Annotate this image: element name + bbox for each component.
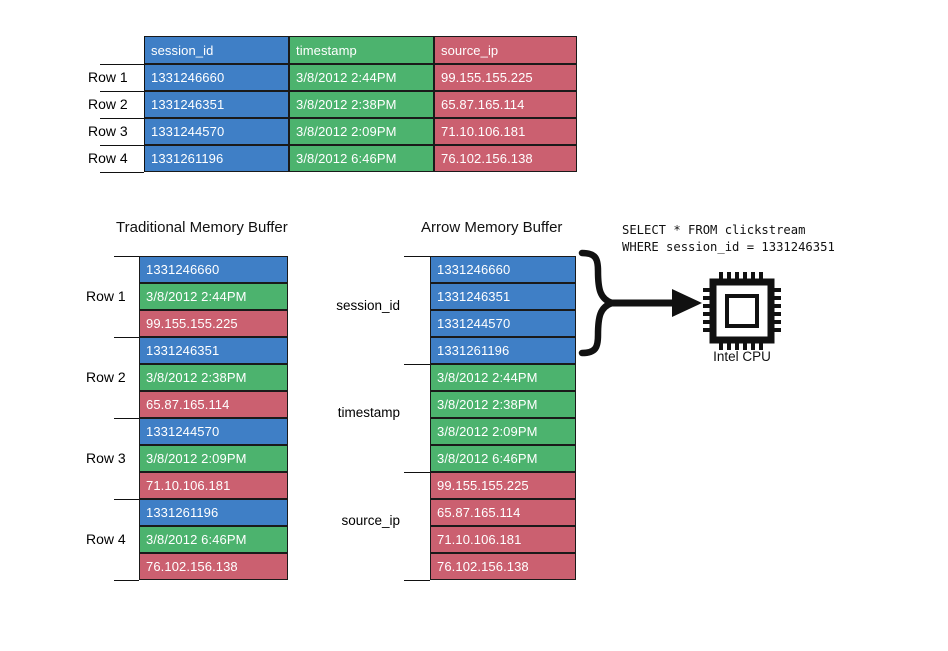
arrow-buffer-cell: 76.102.156.138 <box>430 553 576 580</box>
table-header-session-id: session_id <box>144 36 289 64</box>
table-cell: 3/8/2012 6:46PM <box>289 145 434 172</box>
table-cell: 76.102.156.138 <box>434 145 577 172</box>
sql-query-line-2: WHERE session_id = 1331246351 <box>622 240 835 254</box>
traditional-group-divider <box>114 337 139 338</box>
cpu-pins-left <box>703 288 714 332</box>
table-cell: 1331244570 <box>144 118 289 145</box>
traditional-group-divider <box>114 499 139 500</box>
source-table: session_id timestamp source_ip 133124666… <box>0 0 948 200</box>
cpu-label: Intel CPU <box>713 349 771 364</box>
curly-brace-icon <box>578 249 616 357</box>
arrow-buffer-cell: 1331244570 <box>430 310 576 337</box>
arrow-buffer-cell: 71.10.106.181 <box>430 526 576 553</box>
brace-and-arrow-group <box>578 249 702 357</box>
arrow-group-divider <box>404 364 430 365</box>
table-cell: 99.155.155.225 <box>434 64 577 91</box>
table-row-divider <box>100 64 144 65</box>
arrow-group-divider <box>404 256 430 257</box>
cpu-pins-top <box>719 272 763 283</box>
cpu-icon <box>703 272 781 350</box>
cpu-pins-right <box>770 288 781 332</box>
traditional-group-divider <box>114 256 139 257</box>
arrow-group-label-session-id: session_id <box>336 298 400 313</box>
traditional-buffer-cell: 3/8/2012 2:38PM <box>139 364 288 391</box>
sql-query-line-1: SELECT * FROM clickstream <box>622 223 806 237</box>
table-row-label: Row 1 <box>88 69 128 85</box>
table-left-edge <box>144 36 145 172</box>
traditional-buffer-cell: 99.155.155.225 <box>139 310 288 337</box>
table-header-source-ip: source_ip <box>434 36 577 64</box>
arrow-buffer-cell: 99.155.155.225 <box>430 472 576 499</box>
arrow-buffer-cell: 65.87.165.114 <box>430 499 576 526</box>
traditional-group-divider <box>114 580 139 581</box>
traditional-buffer-cell: 1331246660 <box>139 256 288 283</box>
arrow-group-label-source-ip: source_ip <box>341 513 400 528</box>
table-cell: 1331246351 <box>144 91 289 118</box>
traditional-group-label: Row 4 <box>86 531 126 547</box>
traditional-group-divider <box>114 418 139 419</box>
arrow-group-divider <box>404 580 430 581</box>
table-row-label: Row 2 <box>88 96 128 112</box>
table-cell: 71.10.106.181 <box>434 118 577 145</box>
arrow-buffer-cell: 3/8/2012 2:44PM <box>430 364 576 391</box>
table-row-divider <box>100 145 144 146</box>
table-header-timestamp: timestamp <box>289 36 434 64</box>
arrow-buffer-title: Arrow Memory Buffer <box>421 219 563 236</box>
sql-query: SELECT * FROM clickstream WHERE session_… <box>622 222 835 256</box>
traditional-buffer-cell: 1331261196 <box>139 499 288 526</box>
traditional-buffer-cell: 76.102.156.138 <box>139 553 288 580</box>
table-cell: 65.87.165.114 <box>434 91 577 118</box>
arrow-group-label-timestamp: timestamp <box>337 405 400 420</box>
arrow-buffer-cell: 3/8/2012 6:46PM <box>430 445 576 472</box>
cpu-package-outline <box>709 278 775 344</box>
cpu-pins-bottom <box>719 339 763 350</box>
traditional-buffer-title: Traditional Memory Buffer <box>116 219 288 236</box>
table-cell: 1331261196 <box>144 145 289 172</box>
table-row-label: Row 3 <box>88 123 128 139</box>
traditional-group-label: Row 3 <box>86 450 126 466</box>
traditional-buffer-cell: 3/8/2012 2:44PM <box>139 283 288 310</box>
traditional-buffer-cell: 65.87.165.114 <box>139 391 288 418</box>
traditional-buffer-cell: 3/8/2012 6:46PM <box>139 526 288 553</box>
arrow-head-icon <box>672 289 702 317</box>
traditional-buffer-cell: 3/8/2012 2:09PM <box>139 445 288 472</box>
traditional-buffer-cell: 71.10.106.181 <box>139 472 288 499</box>
arrow-buffer-cell: 3/8/2012 2:38PM <box>430 391 576 418</box>
arrow-buffer-cell: 1331246351 <box>430 283 576 310</box>
table-row-divider <box>100 91 144 92</box>
arrow-group-divider <box>404 472 430 473</box>
traditional-group-label: Row 1 <box>86 288 126 304</box>
arrow-buffer-cell: 1331246660 <box>430 256 576 283</box>
table-row-divider <box>100 172 144 173</box>
traditional-buffer-cell: 1331246351 <box>139 337 288 364</box>
arrow-buffer-cell: 3/8/2012 2:09PM <box>430 418 576 445</box>
traditional-buffer-cell: 1331244570 <box>139 418 288 445</box>
table-row-label: Row 4 <box>88 150 128 166</box>
table-row-divider <box>100 118 144 119</box>
table-cell: 1331246660 <box>144 64 289 91</box>
table-cell: 3/8/2012 2:38PM <box>289 91 434 118</box>
table-cell: 3/8/2012 2:09PM <box>289 118 434 145</box>
table-cell: 3/8/2012 2:44PM <box>289 64 434 91</box>
cpu-die-outline <box>725 294 759 328</box>
arrow-buffer-cell: 1331261196 <box>430 337 576 364</box>
traditional-group-label: Row 2 <box>86 369 126 385</box>
